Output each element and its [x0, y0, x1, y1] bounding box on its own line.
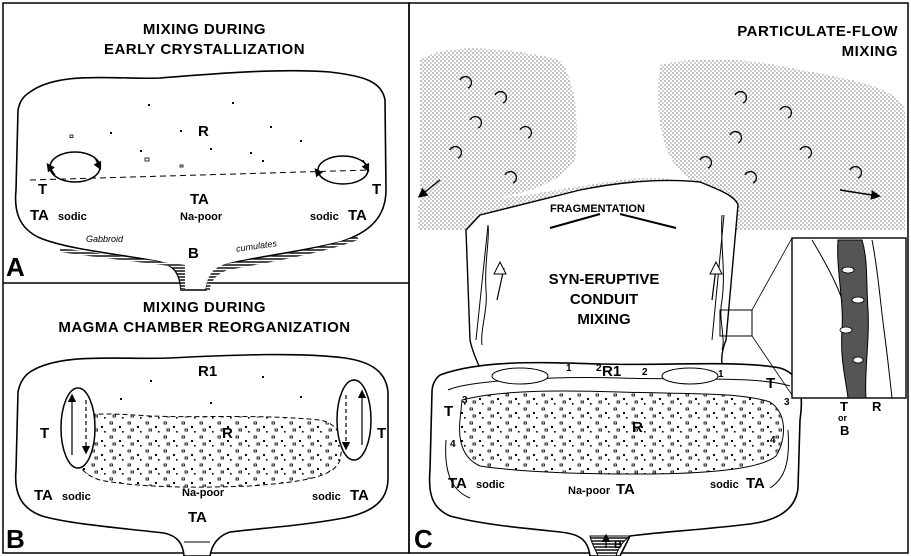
panel-b-label-r: R	[222, 426, 233, 441]
panel-c-title-line2: MIXING	[690, 44, 898, 59]
panel-b-label-t-right: T	[377, 426, 386, 441]
panel-a-label-r: R	[198, 124, 209, 139]
panel-c-label-ta-left: TA	[448, 476, 467, 491]
stage-number-4a: 4	[450, 440, 456, 450]
panel-c-label-syn2: CONDUIT	[488, 292, 720, 307]
inset-label-r: R	[872, 400, 881, 413]
panel-a-letter: A	[6, 254, 25, 280]
panel-a-label-ta-right: TA	[348, 208, 367, 223]
panel-c-label-sodic-left: sodic	[476, 480, 505, 491]
panel-b-letter: B	[6, 526, 25, 552]
inset-label-t: T	[840, 400, 848, 413]
panel-a-label-b: B	[188, 246, 199, 261]
panel-a-label-sodic-left: sodic	[58, 212, 87, 223]
stage-number-4b: 4	[770, 436, 776, 446]
stage-number-3b: 3	[784, 398, 790, 408]
panel-a-label-t-right: T	[372, 182, 381, 197]
panel-b-label-sodic-right: sodic	[312, 492, 341, 503]
panel-a-label-ta-center: TA	[190, 192, 209, 207]
panel-a-label-napoor: Na-poor	[180, 212, 222, 223]
panel-c-label-syn1: SYN-ERUPTIVE	[488, 272, 720, 287]
panel-c-label-b: B	[614, 540, 622, 551]
panel-c-label-fragmentation: FRAGMENTATION	[550, 204, 645, 215]
stage-number-1b: 1	[718, 370, 724, 380]
stage-number-3a: 3	[462, 396, 468, 406]
panel-b-label-sodic-left: sodic	[62, 492, 91, 503]
panel-c-label-syn3: MIXING	[488, 312, 720, 327]
panel-a-chamber	[16, 71, 386, 290]
panel-c-label-t-right: T	[766, 376, 775, 391]
stage-number-2a: 2	[596, 364, 602, 374]
panel-b-label-napoor: Na-poor	[182, 488, 224, 499]
panel-a-label-gabbroid: Gabbroid	[86, 235, 123, 244]
panel-a-title-line1: MIXING DURING	[0, 22, 409, 37]
panel-a-title-line2: EARLY CRYSTALLIZATION	[0, 42, 409, 57]
panel-b-title-line2: MAGMA CHAMBER REORGANIZATION	[0, 320, 409, 335]
panel-c-label-napoor: Na-poor	[568, 486, 610, 497]
panel-c-letter: C	[414, 526, 433, 552]
stage-number-1a: 1	[566, 364, 572, 374]
panel-b-label-ta-left: TA	[34, 488, 53, 503]
inset-label-or: or	[838, 414, 847, 423]
panel-a-label-sodic-right: sodic	[310, 212, 339, 223]
panel-b-label-r1: R1	[198, 364, 217, 379]
panel-b-label-t-left: T	[40, 426, 49, 441]
panel-b-label-ta-bottom: TA	[188, 510, 207, 525]
panel-c-label-r1: R1	[602, 364, 621, 379]
stage-number-2b: 2	[642, 368, 648, 378]
inset-label-b: B	[840, 424, 849, 437]
panel-a-label-ta-left: TA	[30, 208, 49, 223]
panel-b-label-ta-right: TA	[350, 488, 369, 503]
panel-c-label-ta-right: TA	[746, 476, 765, 491]
panel-c-label-r: R	[632, 420, 643, 435]
panel-c-title-line1: PARTICULATE-FLOW	[690, 24, 898, 39]
panel-c-label-t-left: T	[444, 404, 453, 419]
panel-a-label-t-left: T	[38, 182, 47, 197]
panel-c-label-sodic-right: sodic	[710, 480, 739, 491]
panel-c-label-ta-center: TA	[616, 482, 635, 497]
panel-b-title-line1: MIXING DURING	[0, 300, 409, 315]
